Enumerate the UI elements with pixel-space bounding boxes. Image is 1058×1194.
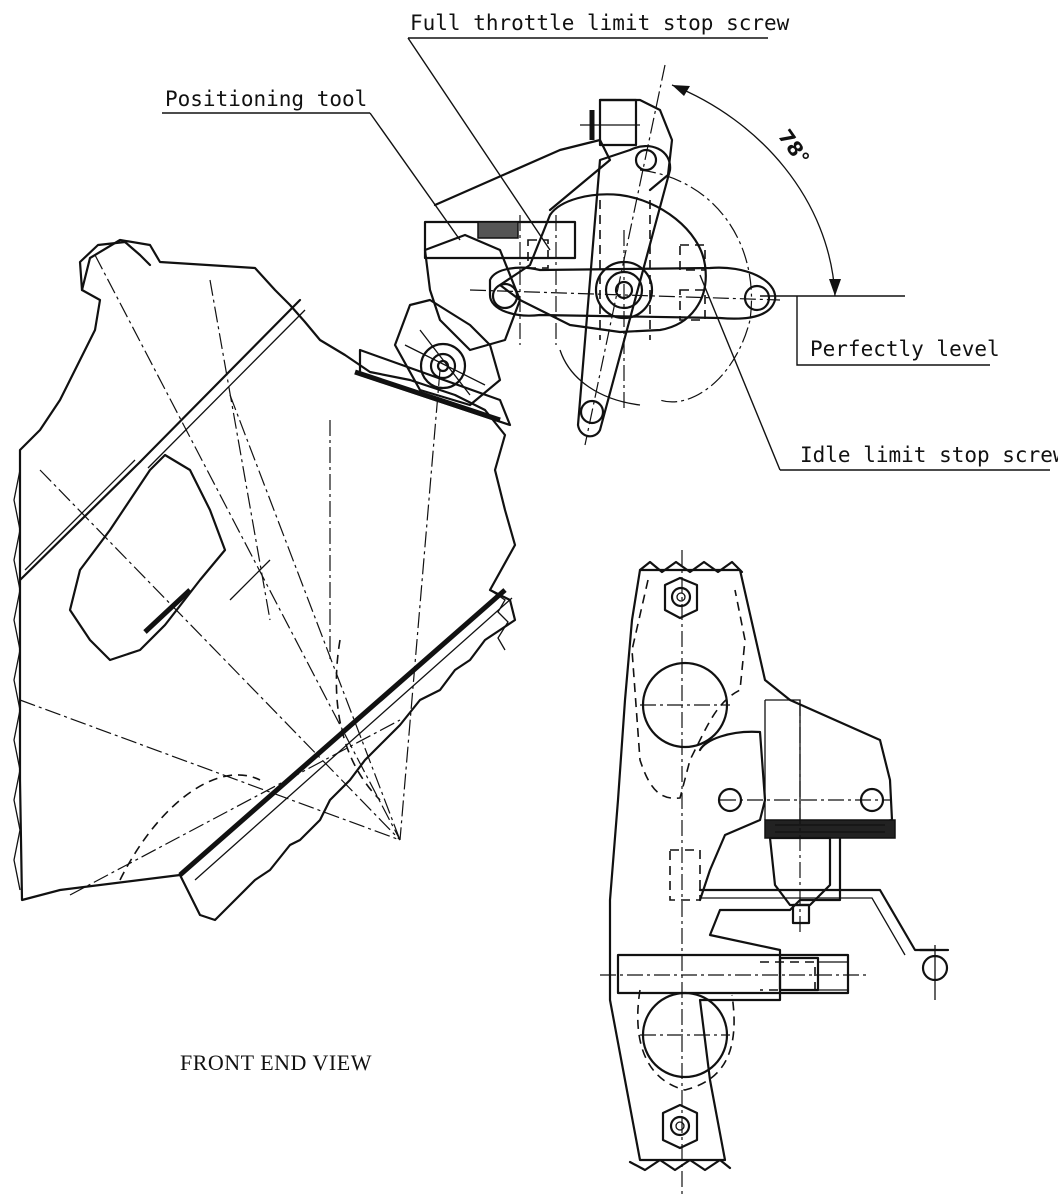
idle-limit-label: Idle limit stop screw <box>800 443 1058 467</box>
side-view <box>600 550 950 1194</box>
positioning-tool-label: Positioning tool <box>165 87 367 111</box>
full-throttle-label: Full throttle limit stop screw <box>410 11 790 35</box>
annotations: Full throttle limit stop screw Positioni… <box>162 11 1058 471</box>
perfectly-level-label: Perfectly level <box>810 337 1000 361</box>
throttle-mechanism <box>354 64 781 446</box>
view-caption: FRONT END VIEW <box>180 1050 372 1075</box>
angle-indicator: 78° <box>671 84 905 297</box>
angle-label: 78° <box>773 125 814 170</box>
engine-body <box>13 238 517 922</box>
